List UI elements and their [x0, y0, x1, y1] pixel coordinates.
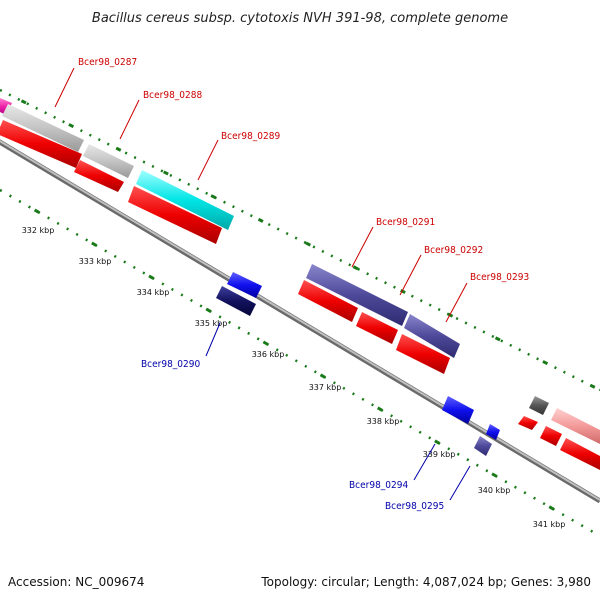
leader-0292	[399, 254, 422, 296]
outer-tick-track	[0, 88, 600, 392]
cds-0292[interactable]	[356, 312, 398, 344]
cds-fragment-b[interactable]	[540, 426, 562, 446]
kbp-label: 335 kbp	[195, 319, 228, 328]
gene-bcer98-0290-top[interactable]	[227, 272, 262, 298]
kbp-label: 338 kbp	[367, 417, 400, 426]
gene-label-0288[interactable]: Bcer98_0288	[143, 90, 202, 101]
gene-bcer98-0295[interactable]	[474, 436, 492, 456]
gene-label-0287[interactable]: Bcer98_0287	[78, 57, 137, 68]
gene-fragment-dark[interactable]	[529, 396, 549, 415]
gene-bcer98-0289[interactable]	[136, 170, 234, 230]
leader-0293	[445, 282, 468, 323]
gene-label-0291[interactable]: Bcer98_0291	[376, 217, 435, 228]
genome-summary-text: Topology: circular; Length: 4,087,024 bp…	[260, 575, 591, 589]
gene-label-0292[interactable]: Bcer98_0292	[424, 245, 483, 256]
gene-bcer98-0295-top[interactable]	[486, 424, 500, 440]
gene-label-0289[interactable]: Bcer98_0289	[221, 131, 280, 142]
kbp-label: 336 kbp	[252, 350, 285, 359]
leader-0295	[449, 465, 471, 501]
outer-minor-ticks	[0, 88, 600, 392]
leader-0294	[413, 443, 436, 481]
forward-gene-row	[0, 98, 600, 444]
gene-label-0295[interactable]: Bcer98_0295	[385, 501, 444, 512]
gene-label-0290[interactable]: Bcer98_0290	[141, 359, 200, 370]
kbp-label: 340 kbp	[478, 486, 511, 495]
cds-0291[interactable]	[298, 280, 358, 322]
cds-0287[interactable]	[0, 120, 82, 168]
gene-fragment-pink[interactable]	[551, 408, 600, 444]
backbone-highlight	[0, 140, 600, 501]
gene-fragment-magenta[interactable]	[0, 98, 12, 115]
kbp-label: 334 kbp	[137, 288, 170, 297]
gene-bcer98-0287[interactable]	[2, 104, 84, 152]
gene-bcer98-0290[interactable]	[216, 286, 256, 316]
leader-0288	[119, 99, 140, 140]
cds-0289[interactable]	[128, 186, 222, 244]
leader-lines	[54, 67, 471, 501]
inner-tick-track	[0, 188, 600, 538]
cds-0293[interactable]	[396, 334, 450, 374]
cds-0288[interactable]	[74, 160, 124, 192]
gene-bcer98-0291[interactable]	[306, 264, 408, 326]
gene-labels: Bcer98_0287 Bcer98_0288 Bcer98_0289 Bcer…	[78, 57, 529, 512]
gene-bcer98-0288[interactable]	[83, 144, 134, 178]
inner-major-ticks	[0, 188, 600, 538]
gene-label-0294[interactable]: Bcer98_0294	[349, 480, 408, 491]
gene-label-0293[interactable]: Bcer98_0293	[470, 272, 529, 283]
kbp-label: 341 kbp	[533, 520, 566, 529]
accession-text: Accession: NC_009674	[8, 575, 144, 589]
kbp-label: 333 kbp	[79, 257, 112, 266]
genome-backbone	[0, 139, 600, 504]
leader-0287	[54, 67, 75, 108]
kbp-label: 339 kbp	[423, 450, 456, 459]
kbp-label: 337 kbp	[309, 383, 342, 392]
kbp-labels: 332 kbp 333 kbp 334 kbp 335 kbp 336 kbp …	[22, 226, 566, 529]
kbp-label: 332 kbp	[22, 226, 55, 235]
gene-bcer98-0292[interactable]	[404, 314, 460, 358]
gene-bcer98-0294[interactable]	[442, 396, 474, 424]
map-title: Bacillus cereus subsp. cytotoxis NVH 391…	[92, 11, 508, 26]
leader-0290	[205, 322, 221, 357]
cds-fragment-a[interactable]	[518, 416, 538, 430]
cds-fragment-c[interactable]	[560, 438, 600, 470]
leader-0289	[197, 139, 219, 181]
leader-0291	[351, 226, 374, 268]
cds-row	[0, 120, 600, 470]
reverse-gene-row	[216, 272, 500, 456]
